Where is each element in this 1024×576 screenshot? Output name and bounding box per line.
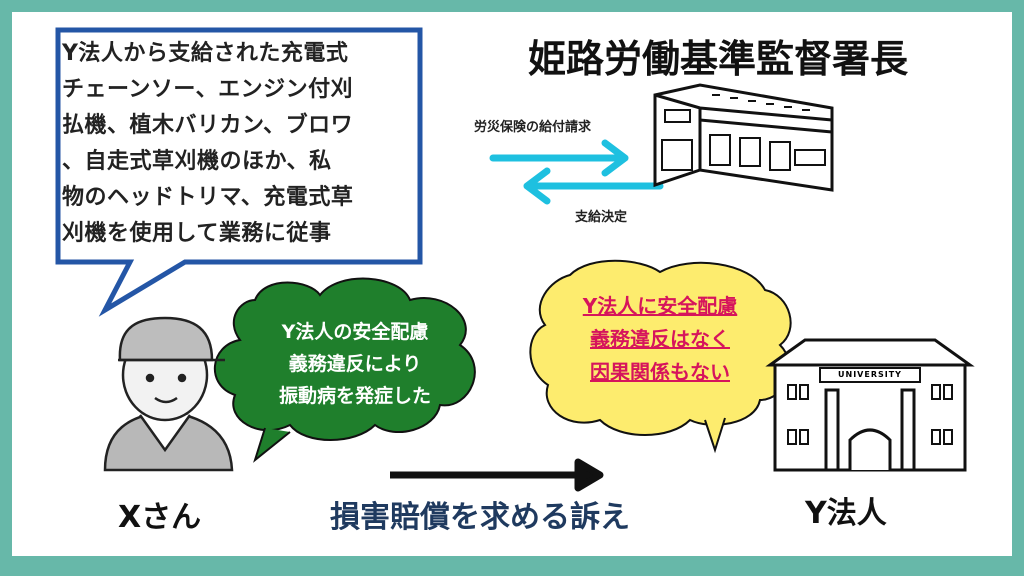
office-building-icon [653,83,834,192]
speech-box-outline [55,27,423,317]
decision-arrow [523,167,664,205]
speech-line: 物のヘッドトリマ、充電式草 [62,185,354,210]
green-cloud-tail [253,427,291,463]
speech-line: チェーンソー、エンジン付刈 [62,77,354,102]
lawsuit-arrow [390,458,604,492]
cloud-line: 振動病を発症した [278,385,431,407]
green-cloud-text: Y法人の安全配慮 義務違反により 振動病を発症した [250,316,460,412]
cloud-line: 義務違反により [288,353,422,375]
speech-line: 払機、植木バリカン、ブロワ [62,113,354,138]
speech-box-text: Y法人から支給された充電式 チェーンソー、エンジン付刈 払機、植木バリカン、ブロ… [62,36,418,252]
cloud-line: Y法人に安全配慮 [582,294,738,318]
request-arrow [489,139,629,177]
plaintiff-label: Xさん [118,500,202,535]
lawsuit-label: 損害賠償を求める訴え [330,500,630,535]
university-building-icon [765,338,975,472]
speech-line: Y法人から支給された充電式 [62,41,349,66]
defendant-label: Y法人 [805,496,887,531]
cloud-line: 義務違反はなく [590,327,730,351]
cloud-line: 因果関係もない [590,360,730,384]
page-title: 姫路労働基準監督署長 [528,37,909,81]
request-label: 労災保険の給付請求 [474,120,592,135]
worker-avatar-icon [103,316,234,472]
yellow-cloud-tail [704,417,726,454]
yellow-cloud [529,259,792,436]
green-cloud [213,277,476,441]
decision-label: 支給決定 [575,210,628,225]
university-sign: UNIVERSITY [838,370,902,379]
speech-line: 、自走式草刈機のほか、私 [62,149,332,174]
cloud-line: Y法人の安全配慮 [281,321,429,343]
speech-line: 刈機を使用して業務に従事 [62,221,332,246]
yellow-cloud-text: Y法人に安全配慮 義務違反はなく 因果関係もない [545,290,775,389]
